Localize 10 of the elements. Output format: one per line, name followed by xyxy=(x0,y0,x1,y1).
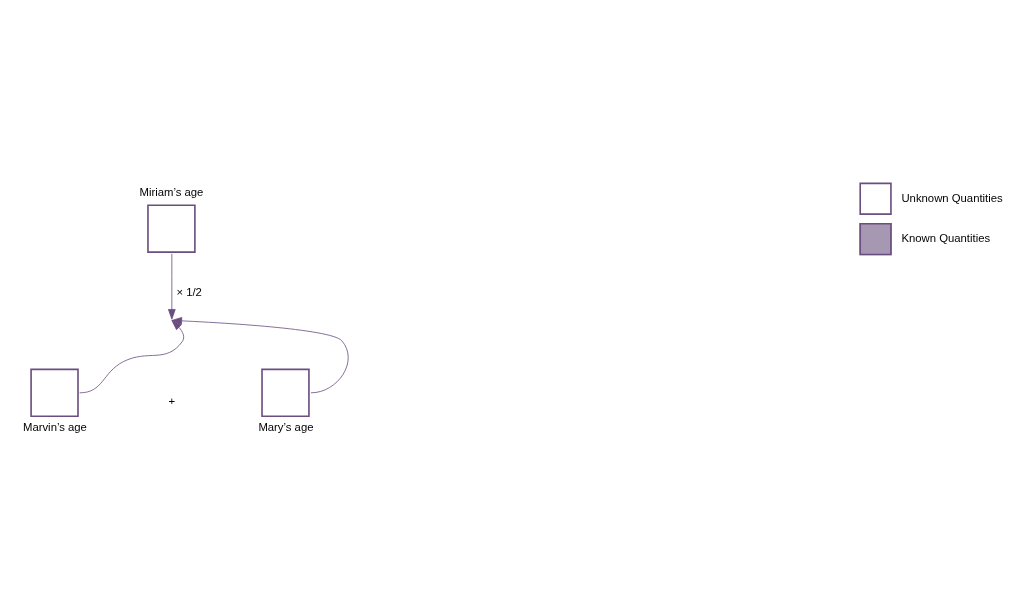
arrow xyxy=(79,317,185,394)
arrow xyxy=(168,253,176,320)
label: + xyxy=(168,394,176,407)
node-label: Mary’s age xyxy=(258,421,314,434)
legend-label: Unknown Quantities xyxy=(901,191,1003,204)
edge-label: × 1/2 xyxy=(176,285,202,298)
node-label: Marvin’s age xyxy=(23,421,87,434)
arrow xyxy=(171,317,349,394)
node-label: Miriam’s age xyxy=(139,186,204,199)
legend-label: Known Quantities xyxy=(901,232,991,245)
